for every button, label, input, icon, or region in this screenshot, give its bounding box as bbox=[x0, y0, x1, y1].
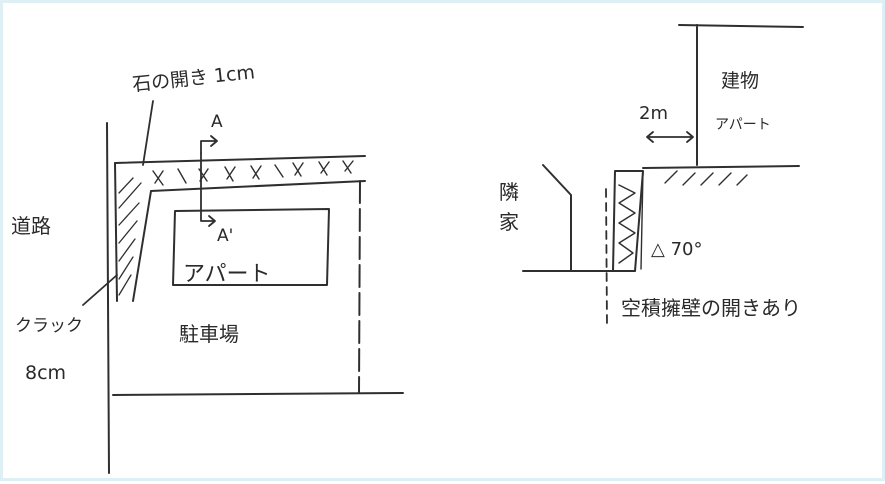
stone-gap-label: 石の開き 1cm bbox=[131, 61, 256, 96]
apartment-outline bbox=[172, 208, 330, 286]
wall-hatching bbox=[152, 160, 354, 186]
hand-drawn-diagram: 石の開き 1cm 道路 クラック 8cm A A' アパート 駐車場 建物 アパ… bbox=[11, 24, 804, 474]
lot-bottom-line bbox=[112, 392, 404, 396]
wall-face bbox=[640, 170, 644, 270]
wall-stones bbox=[618, 184, 636, 264]
building-label: 建物 bbox=[721, 70, 759, 92]
wall-inner-line bbox=[150, 180, 366, 192]
left-wall-hatching bbox=[118, 177, 142, 296]
angle-label: △ 70° bbox=[651, 239, 702, 260]
section-arrow-a-prime bbox=[200, 152, 216, 227]
retaining-wall bbox=[612, 170, 644, 272]
section-view: 建物 アパート 2m 隣 家 △ 70° 空積擁壁の開きあり bbox=[499, 24, 804, 326]
wall-top-line bbox=[114, 155, 366, 164]
neighbor-label-line2: 家 bbox=[499, 210, 519, 234]
crack-leader bbox=[82, 274, 118, 306]
boundary-dashed bbox=[605, 188, 608, 326]
lot-right-boundary bbox=[358, 180, 361, 394]
neighbor-house-outline bbox=[522, 164, 618, 272]
wall-gap-label: 空積擁壁の開きあり bbox=[621, 296, 801, 320]
distance-label: 2m bbox=[639, 103, 668, 124]
road-edge-line bbox=[106, 122, 110, 474]
section-arrow-a bbox=[200, 135, 218, 154]
left-wall-outer bbox=[114, 162, 118, 302]
crack-size-label: 8cm bbox=[25, 362, 66, 384]
site-plan: 石の開き 1cm 道路 クラック 8cm A A' アパート 駐車場 bbox=[11, 61, 404, 474]
building-sublabel: アパート bbox=[715, 117, 771, 133]
section-a-label: A bbox=[211, 112, 223, 132]
ground-hatching bbox=[664, 170, 748, 186]
distance-arrow bbox=[646, 131, 694, 143]
section-a-prime-label: A' bbox=[217, 226, 233, 246]
stone-gap-leader bbox=[142, 100, 154, 166]
crack-label: クラック bbox=[15, 316, 83, 336]
apartment-label: アパート bbox=[183, 262, 271, 287]
neighbor-label-line1: 隣 bbox=[499, 180, 519, 204]
building-outline bbox=[642, 24, 804, 169]
road-label: 道路 bbox=[11, 214, 51, 238]
left-wall-inner bbox=[132, 190, 152, 302]
parking-label: 駐車場 bbox=[179, 322, 239, 346]
